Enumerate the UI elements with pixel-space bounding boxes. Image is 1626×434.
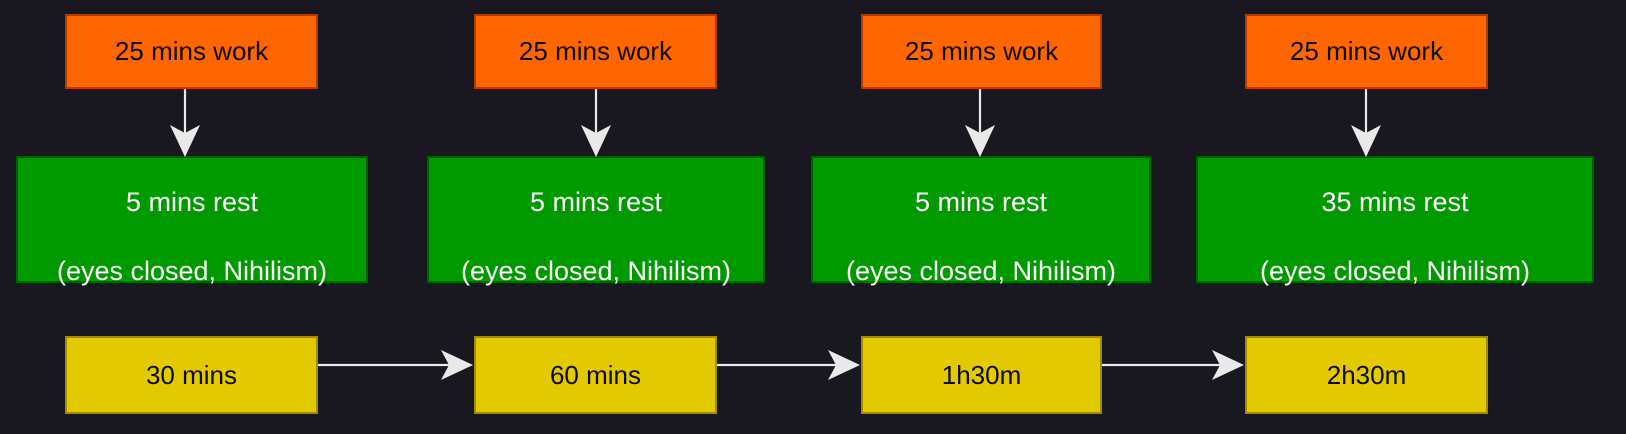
rest-node-2-line1: 5 mins rest	[529, 187, 663, 218]
work-node-4[interactable]: 25 mins work	[1245, 14, 1488, 89]
total-node-3[interactable]: 1h30m	[861, 336, 1102, 414]
work-node-1[interactable]: 25 mins work	[65, 14, 318, 89]
arrow-head-icon	[441, 350, 473, 380]
rest-node-2[interactable]: 5 mins rest (eyes closed, Nihilism)	[427, 156, 765, 286]
rest-node-2-line2: (eyes closed, Nihilism)	[460, 255, 732, 286]
rest-node-3-label: 5 mins rest (eyes closed, Nihilism)	[813, 151, 1149, 287]
work-node-2-label: 25 mins work	[518, 36, 673, 67]
total-node-3-label: 1h30m	[941, 359, 1022, 390]
total-node-1[interactable]: 30 mins	[65, 336, 318, 414]
rest-node-1-line2: (eyes closed, Nihilism)	[56, 255, 328, 286]
arrow-head-icon	[1212, 350, 1244, 380]
total-node-2-label: 60 mins	[549, 359, 642, 390]
rest-node-3[interactable]: 5 mins rest (eyes closed, Nihilism)	[811, 156, 1151, 286]
rest-node-1-line1: 5 mins rest	[125, 187, 259, 218]
work-node-3[interactable]: 25 mins work	[861, 14, 1102, 89]
rest-node-1[interactable]: 5 mins rest (eyes closed, Nihilism)	[16, 156, 368, 286]
rest-node-3-line2: (eyes closed, Nihilism)	[845, 255, 1117, 286]
rest-node-4-label: 35 mins rest (eyes closed, Nihilism)	[1198, 151, 1592, 287]
rest-node-2-label: 5 mins rest (eyes closed, Nihilism)	[429, 151, 763, 287]
work-node-4-label: 25 mins work	[1289, 36, 1444, 67]
work-node-2[interactable]: 25 mins work	[474, 14, 717, 89]
rest-node-1-label: 5 mins rest (eyes closed, Nihilism)	[18, 151, 366, 287]
rest-node-3-line1: 5 mins rest	[914, 187, 1048, 218]
arrow-head-icon	[828, 350, 860, 380]
total-node-4[interactable]: 2h30m	[1245, 336, 1488, 414]
total-node-1-label: 30 mins	[145, 359, 238, 390]
rest-node-4-line2: (eyes closed, Nihilism)	[1259, 255, 1531, 286]
rest-node-4[interactable]: 35 mins rest (eyes closed, Nihilism)	[1196, 156, 1594, 286]
work-node-1-label: 25 mins work	[114, 36, 269, 67]
work-node-3-label: 25 mins work	[904, 36, 1059, 67]
total-node-4-label: 2h30m	[1326, 359, 1407, 390]
rest-node-4-line1: 35 mins rest	[1321, 187, 1469, 218]
total-node-2[interactable]: 60 mins	[474, 336, 717, 414]
